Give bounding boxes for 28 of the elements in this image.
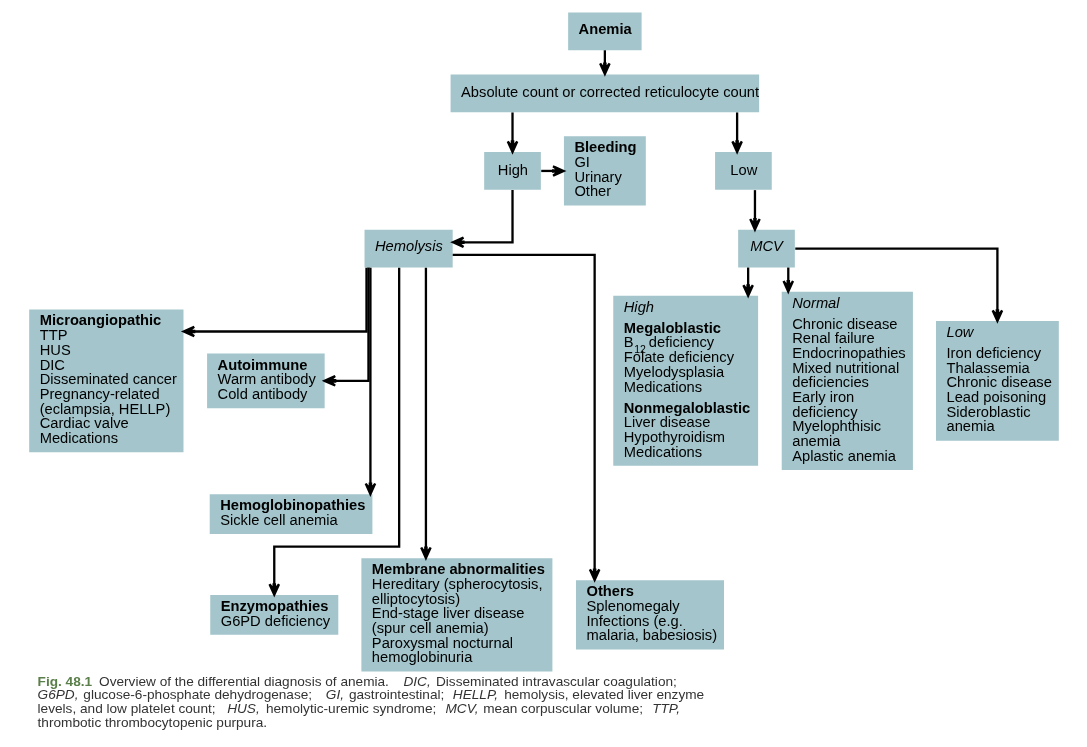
arrow (182, 267, 368, 338)
node-box: Others Splenomegaly Infections (e.g. malaria, babesiosis) (575, 580, 724, 650)
node-box: High (483, 152, 541, 190)
arrow (451, 190, 514, 249)
node-box: Autoimmune Warm antibody Cold antibody (206, 353, 325, 409)
arrow (506, 112, 518, 154)
node-box: Microangiopathic TTP HUS DIC Disseminated cancer Pregnancy-related (eclampsia, HELLP) Cardiac valve Medications (28, 309, 183, 453)
caption: Fig. 48.1 Overview of the differential diagnosis of anemia. DIC, Disseminated intravascular coagulation; G6PD, glucose-6-phosphate dehydrogenase; GI, gastrointestinal; HELLP, hemolysis, elevated liver enzyme levels, and low platelet count; HUS, hemolytic-uremic syndrome; MCV, mean corpuscular volume; TTP, thrombotic thrombocytopenic purpura. (37, 673, 704, 730)
node-box: Hemoglobinopathies Sickle cell anemia (209, 494, 372, 535)
arrow (748, 190, 761, 231)
node-box: High Megaloblastic B$_{12}$ deficiency Folate deficiency Myelodysplasia Medications Nonmegaloblastic Liver disease Hypothyroidism Medications (612, 295, 758, 466)
node-box: Low Iron deficiency Thalassemia Chronic disease Lead poisoning Sideroblastic anemia (935, 321, 1059, 441)
arrow (730, 112, 743, 154)
arrow (267, 267, 400, 596)
arrow (323, 267, 370, 387)
arrow (419, 267, 432, 560)
arrow (364, 267, 376, 496)
node-box: Membrane abnormalities Hereditary (spherocytosis, elliptocytosis) End-stage liver disease (spur cell anemia) Paroxysmal nocturnal hemoglobinuria (360, 558, 552, 672)
node-box: Absolute count or corrected reticulocyte count (450, 74, 759, 113)
node-box: Anemia (567, 12, 642, 51)
node-box: Bleeding GI Urinary Other (563, 136, 646, 206)
node-box: Hemolysis (364, 229, 453, 268)
node-box: Enzymopathies G6PD deficiency (209, 594, 338, 635)
node-box: Low (714, 152, 772, 190)
arrow (794, 247, 1003, 323)
node-box: MCV (737, 229, 795, 268)
node-box: Normal Chronic disease Renal failure Endocrinopathies Mixed nutritional deficiencies Early iron deficiency Myelophthisic anemia Aplastic anemia (781, 291, 913, 471)
arrow (452, 253, 600, 582)
